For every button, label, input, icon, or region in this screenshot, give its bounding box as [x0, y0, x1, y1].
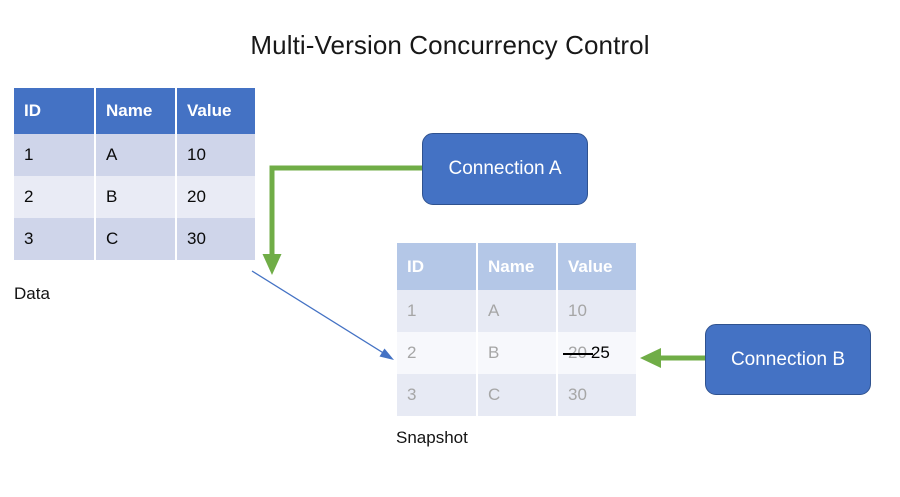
data-table-row: 3 C 30: [14, 218, 255, 260]
snapshot-table-caption: Snapshot: [396, 428, 468, 447]
connection-a-label: Connection A: [448, 158, 562, 179]
snapshot-cell-name: B: [476, 332, 557, 374]
data-table-header-value: Value: [175, 88, 255, 134]
connection-b-box[interactable]: Connection B: [705, 324, 871, 395]
data-table-header-name: Name: [94, 88, 176, 134]
new-value: 25: [590, 343, 610, 362]
snapshot-cell-name: A: [476, 290, 557, 332]
data-table: ID Name Value 1 A 10 2 B 20 3 C 30: [14, 88, 255, 260]
snapshot-table-row: 3 C 30: [397, 374, 636, 416]
snapshot-cell-id: 1: [397, 290, 477, 332]
data-table-caption: Data: [14, 284, 50, 303]
snapshot-table-row: 1 A 10: [397, 290, 636, 332]
data-cell-name: C: [94, 218, 176, 260]
snapshot-table-header-id: ID: [397, 243, 477, 290]
snapshot-cell-id: 2: [397, 332, 477, 374]
data-cell-value: 10: [175, 134, 255, 176]
connection-b-to-snapshot-arrow: [640, 348, 705, 368]
snapshot-cell-id: 3: [397, 374, 477, 416]
connection-a-box[interactable]: Connection A: [422, 133, 588, 205]
data-cell-value: 20: [175, 176, 255, 218]
snapshot-table-header-row: ID Name Value: [397, 243, 636, 290]
data-table-header-row: ID Name Value: [14, 88, 255, 134]
data-to-snapshot-arrow: [251, 270, 394, 360]
data-cell-value: 30: [175, 218, 255, 260]
snapshot-table-header-name: Name: [476, 243, 557, 290]
snapshot-cell-name: C: [476, 374, 557, 416]
snapshot-cell-value: 30: [556, 374, 636, 416]
old-value: 20: [563, 343, 593, 362]
data-cell-name: B: [94, 176, 176, 218]
data-cell-name: A: [94, 134, 176, 176]
page-title: Multi-Version Concurrency Control: [250, 30, 650, 60]
data-table-header-id: ID: [14, 88, 95, 134]
data-cell-id: 3: [14, 218, 95, 260]
data-table-row: 1 A 10: [14, 134, 255, 176]
data-cell-id: 1: [14, 134, 95, 176]
connection-b-label: Connection B: [730, 348, 846, 370]
strikethrough-line: [563, 352, 593, 355]
snapshot-table-header-value: Value: [556, 243, 636, 290]
data-table-row: 2 B 20: [14, 176, 255, 218]
snapshot-cell-value: 10: [556, 290, 636, 332]
data-cell-id: 2: [14, 176, 95, 218]
